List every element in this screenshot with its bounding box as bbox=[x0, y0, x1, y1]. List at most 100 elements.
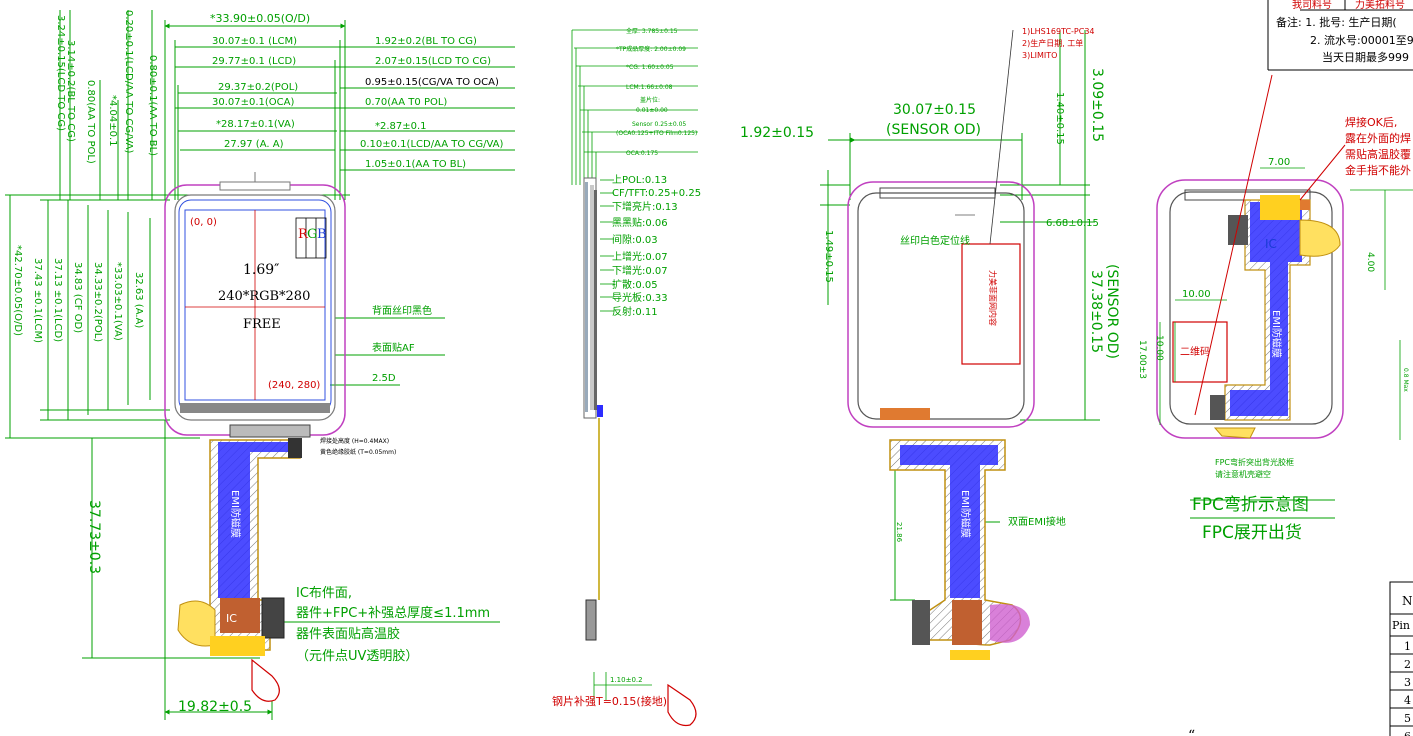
dim-2186: 21.86 bbox=[895, 522, 903, 543]
note-25d: 2.5D bbox=[372, 373, 396, 384]
dim-400: 4.00 bbox=[1365, 252, 1375, 272]
dim-v-aa: 32.63 (A.A) bbox=[133, 272, 144, 328]
dim-pol: 29.37±0.2(POL) bbox=[218, 82, 298, 93]
dim-va: *28.17±0.1(VA) bbox=[216, 119, 295, 130]
dim-v-aa-to-bl: 0.80±0.1(AA TO BL) bbox=[147, 55, 158, 156]
fpc-title-2: FPC展开出货 bbox=[1202, 523, 1302, 543]
fpc-view bbox=[1156, 74, 1413, 519]
sensor-od: (SENSOR OD) bbox=[886, 122, 981, 138]
title-cell-2: 力美拓料号 bbox=[1355, 0, 1405, 11]
dim-lcd-to-cg: 2.07±0.15(LCD TO CG) bbox=[375, 56, 491, 67]
side-110: 1.10±0.2 bbox=[610, 676, 643, 684]
side-black: 黑黑贴:0.06 bbox=[612, 216, 668, 229]
ic-label-fpc: IC bbox=[1265, 237, 1277, 251]
silk-note: 丝印白色定位线 bbox=[900, 234, 970, 247]
pin-table-pin-label: Pin bbox=[1392, 619, 1410, 632]
dim-oca: 30.07±0.1(OCA) bbox=[212, 97, 295, 108]
dim-v-cf-od: 34.83 (CF OD) bbox=[72, 262, 83, 333]
dim-cg-va-to-oca: 0.95±0.15(CG/VA TO OCA) bbox=[365, 77, 499, 88]
ic-label-main: IC bbox=[226, 612, 237, 625]
side-gap1: 盖片位: bbox=[640, 96, 660, 104]
qr-label: 二维码 bbox=[1180, 345, 1210, 358]
note-tape: 黄色绝缘胶纸 (T=0.05mm) bbox=[320, 448, 396, 456]
remark-2: 2. 流水号:00001至9 bbox=[1310, 33, 1413, 47]
dim-v-va: *33.03±0.1(VA) bbox=[112, 262, 123, 341]
side-diffuse: 扩散:0.05 bbox=[612, 278, 658, 291]
ic-note-3: 器件表面贴高温胶 bbox=[296, 626, 400, 642]
rgb-r: R bbox=[298, 227, 309, 242]
note-weld-1: 焊接OK后, bbox=[1345, 115, 1397, 129]
emi-label-fpc: EMI防磁膜 bbox=[1270, 310, 1283, 358]
side-bot-pol: 下增亮片:0.13 bbox=[612, 200, 678, 213]
ic-note-4: （元件点UV透明胶） bbox=[296, 648, 418, 664]
dim-v-sensor: 37.38±0.15 bbox=[1088, 270, 1104, 353]
rgb-g: G bbox=[307, 227, 317, 242]
note-weld-3: 需贴高温胶覆 bbox=[1345, 147, 1411, 161]
pin-row: 4 bbox=[1404, 694, 1411, 707]
pointer-hand-icon-2 bbox=[667, 683, 697, 727]
dim-v-bl-to-cg: 3.14±0.2(BL TO CG) bbox=[65, 40, 76, 142]
side-total: 全厚: 3.785±0.15 bbox=[626, 27, 678, 35]
dim-v-fpc: 37.73±0.3 bbox=[86, 500, 102, 574]
side-down-bright: 下增光:0.07 bbox=[612, 264, 668, 277]
dim-287: *2.87±0.1 bbox=[375, 121, 427, 132]
dim-v-lcd: 37.13 ±0.1(LCD) bbox=[52, 258, 63, 342]
dim-v-lcm: 37.43 ±0.1(LCM) bbox=[32, 258, 43, 343]
dim-v-aa-to-pol: 0.80(AA TO POL) bbox=[85, 80, 96, 164]
side-up-bright: 上增光:0.07 bbox=[612, 250, 668, 263]
pin-row: 6 bbox=[1404, 730, 1411, 736]
pin-row: 1 bbox=[1404, 640, 1411, 653]
dim-1000: 10.00 bbox=[1182, 289, 1211, 300]
side-lgp: 导光板:0.33 bbox=[612, 291, 668, 304]
dim-lcd: 29.77±0.1 (LCD) bbox=[212, 56, 296, 67]
pin-row: 5 bbox=[1404, 712, 1411, 725]
sensor-note-2: 2)生产日期, 工单 bbox=[1022, 38, 1083, 48]
display-mode: FREE bbox=[243, 317, 281, 332]
note-weld-2: 露在外面的焊 bbox=[1345, 131, 1411, 145]
ic-note-1: IC布件面, bbox=[296, 586, 352, 601]
dim-v-404: *4.04±0.1 bbox=[107, 95, 118, 147]
quote-mark: “ bbox=[1188, 728, 1195, 736]
dim-v-pol: 34.33±0.2(POL) bbox=[92, 262, 103, 342]
display-size: 1.69″ bbox=[243, 262, 279, 278]
fpc-bend-1: FPC弯折突出背光胶框 bbox=[1215, 457, 1294, 467]
dim-aa: 27.97 (A. A) bbox=[224, 139, 284, 150]
dim-v-od: *42.70±0.05(O/D) bbox=[12, 245, 23, 336]
rgb-b: B bbox=[317, 227, 327, 242]
dim-lcm: 30.07±0.1 (LCM) bbox=[212, 36, 297, 47]
emi-double: 双面EMI接地 bbox=[1008, 515, 1066, 528]
display-resolution: 240*RGB*280 bbox=[218, 289, 310, 304]
note-surface: 表面贴AF bbox=[372, 341, 415, 354]
side-lcm: LCM:1.66±0.08 bbox=[626, 84, 673, 91]
corner-label: (240, 280) bbox=[268, 380, 320, 391]
title-block bbox=[1267, 0, 1413, 71]
side-sensor2: (OCA0.125+ITO Film0.125) bbox=[616, 130, 697, 137]
dim-aa-to-pol: 0.70(AA T0 POL) bbox=[365, 97, 447, 108]
emi-label-main: EMI防磁膜 bbox=[229, 490, 242, 538]
side-tp: *TP成品厚度: 2.00±0.09 bbox=[616, 45, 686, 53]
side-gap2: 0.01±0.00 bbox=[636, 107, 668, 114]
dim-h-fpc: 19.82±0.5 bbox=[178, 699, 252, 715]
side-gap: 间隙:0.03 bbox=[612, 233, 658, 246]
dim-lcd-aa-to-cg-va: 0.10±0.1(LCD/AA TO CG/VA) bbox=[360, 139, 504, 150]
title-cell-1: 我司料号 bbox=[1292, 0, 1332, 11]
origin-label: (0, 0) bbox=[190, 217, 217, 228]
remark-3: 当天日期最多999 bbox=[1322, 50, 1409, 64]
side-view bbox=[571, 29, 698, 700]
note-weld-height: 焊接处高度 (H=0.4MAX) bbox=[320, 437, 389, 445]
dim-3007: 30.07±0.15 bbox=[893, 102, 976, 118]
dim-1000v: 10.00 bbox=[1154, 335, 1164, 361]
note-back-print: 背面丝印黑色 bbox=[372, 304, 432, 317]
side-pol: 上POL:0.13 bbox=[612, 174, 667, 186]
sensor-note-3: 3)LIMITO bbox=[1022, 51, 1057, 60]
dim-v-lcd-aa-to-cg-va: 0.20±0.1(LCD/AA TO CG/VA) bbox=[123, 10, 134, 154]
dim-700: 7.00 bbox=[1268, 157, 1290, 168]
dim-v-sensor-od: (SENSOR OD) bbox=[1104, 264, 1120, 359]
pointer-hand-icon bbox=[251, 658, 280, 702]
pin-table bbox=[1389, 581, 1413, 736]
dim-192: 1.92±0.15 bbox=[740, 125, 814, 141]
fpc-bend-2: 请注意机壳避空 bbox=[1215, 469, 1271, 479]
dim-06: 0.8 Max bbox=[1402, 368, 1409, 392]
